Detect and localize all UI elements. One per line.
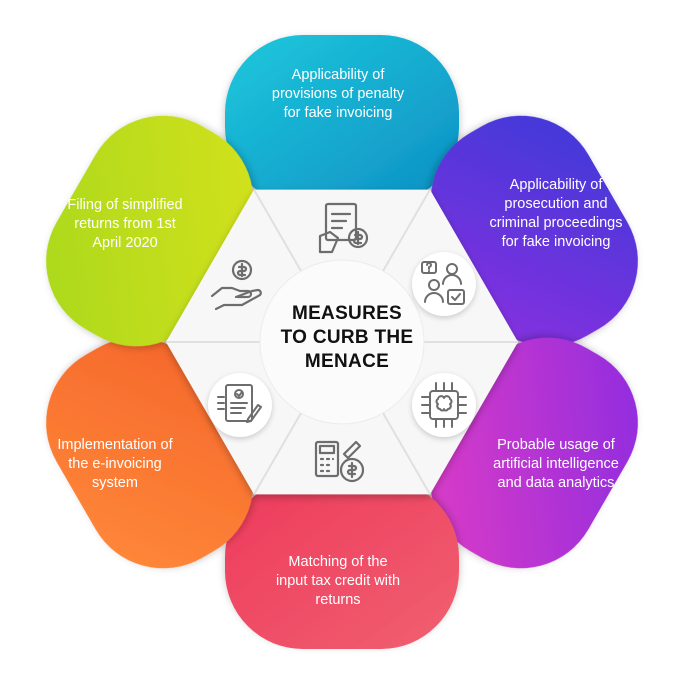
ai-chip-icon — [412, 373, 476, 437]
petal-text-e-invoicing: Implementation of the e-invoicing system — [57, 437, 173, 491]
petal-text-simplified-returns: Filing of simplified returns from 1st Ap… — [67, 197, 183, 251]
calculator-coin-icon — [308, 428, 372, 492]
petal-text-ai-analytics: Probable usage of artificial intelligenc… — [493, 437, 619, 491]
center-title: MEASURES TO CURB THE MENACE — [280, 303, 414, 372]
petal-input-tax-credit — [225, 479, 459, 649]
center-disc — [259, 259, 425, 425]
hand-coin-icon — [206, 252, 270, 316]
petal-penalty — [225, 35, 459, 205]
petal-text-input-tax-credit: Matching of the input tax credit with re… — [275, 554, 401, 608]
petal-text-prosecution: Applicability of prosecution and crimina… — [489, 177, 623, 250]
people-discussion-icon — [412, 252, 476, 316]
document-pen-icon — [208, 373, 272, 437]
petal-text-penalty: Applicability of provisions of penalty f… — [271, 67, 405, 121]
invoice-dollar-icon — [312, 196, 376, 260]
